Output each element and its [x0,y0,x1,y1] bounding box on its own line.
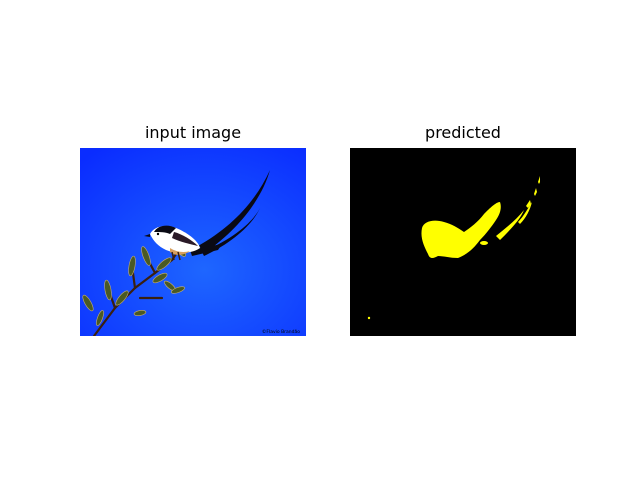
bird-photo: ©Flavio Brandão [80,148,306,336]
photo-watermark: ©Flavio Brandão [262,328,300,335]
bird [144,170,270,261]
predicted-title: predicted [425,123,501,142]
bird-head-cap [154,225,176,234]
input-image-panel: ©Flavio Brandão [80,148,306,336]
bird-beak [144,234,150,237]
input-image-title: input image [144,123,242,142]
bird-body [150,226,200,253]
bird-tail-upper [198,170,270,252]
leaves [82,243,186,326]
segmentation-mask [350,148,576,336]
mask-region [367,176,540,320]
predicted-mask-panel [350,148,576,336]
bird-wing [172,232,198,246]
